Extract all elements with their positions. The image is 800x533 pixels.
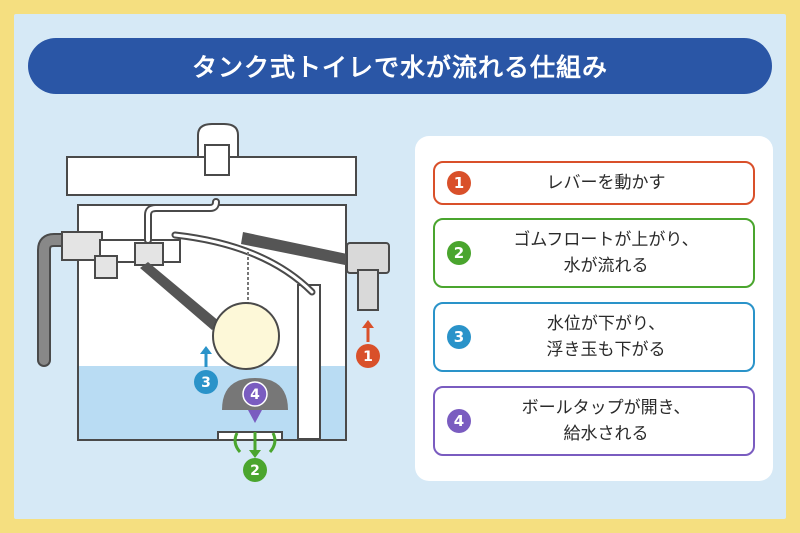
- float-up-arrow-head: [200, 346, 212, 354]
- marker-outflow: 2: [243, 458, 267, 482]
- step-1-text: レバーを動かす: [435, 170, 753, 196]
- step-1-number: 1: [447, 171, 471, 195]
- float-ball: [212, 302, 280, 370]
- steps-panel: 1 レバーを動かす 2 ゴムフロートが上がり、 水が流れる 3 水位が下がり、 …: [415, 136, 773, 481]
- ball-tap-joint: [134, 242, 164, 266]
- marker-ball-tap: 4: [242, 381, 268, 407]
- ball-tap-nozzle: [94, 255, 118, 279]
- step-1: 1 レバーを動かす: [433, 161, 755, 205]
- step-3-number: 3: [447, 325, 471, 349]
- step-3-line1: 水位が下がり、: [546, 314, 666, 334]
- flush-valve-seat: [217, 431, 283, 441]
- lever-arm: [241, 232, 352, 266]
- step-2-line1: ゴムフロートが上がり、: [513, 230, 699, 250]
- step-4-number: 4: [447, 409, 471, 433]
- step-4-line2: 給水される: [563, 424, 649, 444]
- flush-button-stem: [204, 144, 230, 176]
- page-title: タンク式トイレで水が流れる仕組み: [28, 38, 772, 94]
- overflow-pipe: [297, 284, 321, 440]
- lever-handle: [346, 242, 390, 274]
- step-3: 3 水位が下がり、 浮き玉も下がる: [433, 302, 755, 372]
- step-2-line2: 水が流れる: [563, 256, 649, 276]
- marker-float-ball: 3: [194, 370, 218, 394]
- outflow-arrow-left: [233, 432, 242, 453]
- marker-ball-tap-label: 4: [250, 387, 260, 403]
- step-2-text: ゴムフロートが上がり、 水が流れる: [435, 227, 753, 279]
- step-4-line1: ボールタップが開き、: [521, 398, 691, 418]
- marker-float-ball-label: 3: [201, 375, 211, 391]
- refill-tube: [173, 233, 314, 294]
- marker-lever-label: 1: [363, 349, 373, 365]
- float-arm: [140, 262, 220, 330]
- marker-lever: 1: [356, 344, 380, 368]
- hook-tube: [146, 200, 218, 242]
- step-4: 4 ボールタップが開き、 給水される: [433, 386, 755, 456]
- step-1-line1: レバーを動かす: [546, 173, 666, 193]
- step-4-text: ボールタップが開き、 給水される: [435, 395, 753, 447]
- step-2: 2 ゴムフロートが上がり、 水が流れる: [433, 218, 755, 288]
- supply-pipe: [39, 235, 75, 365]
- marker-outflow-label: 2: [250, 463, 260, 479]
- outflow-arrow-right: [268, 432, 277, 453]
- ball-tap-down-arrow: [248, 410, 262, 423]
- step-2-number: 2: [447, 241, 471, 265]
- lever-arrow-head: [362, 320, 374, 328]
- lever-handle-grip: [357, 269, 379, 311]
- outflow-arrow-head: [249, 450, 261, 458]
- step-3-text: 水位が下がり、 浮き玉も下がる: [435, 311, 753, 363]
- step-3-line2: 浮き玉も下がる: [546, 340, 666, 360]
- page-title-text: タンク式トイレで水が流れる仕組み: [191, 53, 608, 82]
